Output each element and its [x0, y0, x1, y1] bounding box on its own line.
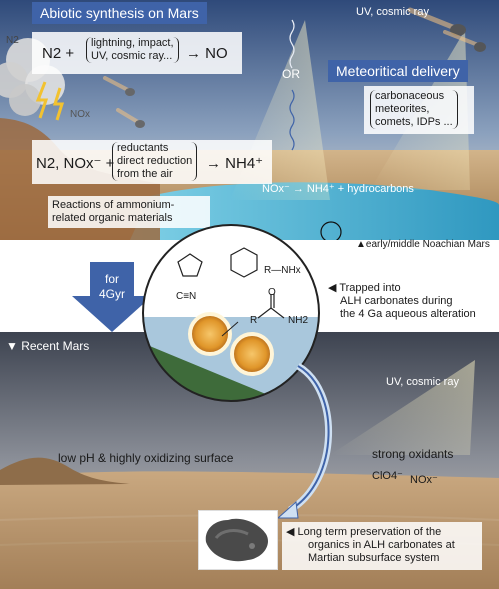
pyridine-structure — [230, 247, 258, 278]
equation-2-card — [32, 140, 272, 184]
eq1-condition-1: lightning, impact, — [91, 37, 174, 49]
equation-2-conditions: reductants direct reduction from the air — [112, 142, 198, 181]
amide-r-label: R — [250, 315, 258, 326]
time-arrow-label: for 4Gyr — [92, 272, 132, 302]
era-label: ▲early/middle Noachian Mars — [356, 239, 490, 250]
alh-rock — [205, 518, 268, 562]
equation-1-card — [32, 32, 242, 74]
trapped-line-1: ◀ Trapped into — [328, 282, 401, 294]
or-label: OR — [282, 67, 300, 81]
meteor-item-1: carbonaceous — [375, 90, 445, 102]
abiotic-synthesis-title: Abiotic synthesis on Mars — [32, 2, 207, 24]
trapped-note: ◀ Trapped into ALH carbonates during the… — [328, 282, 476, 321]
nitrate-label: NOx⁻ — [410, 474, 438, 486]
nox-small-label: NOx — [70, 109, 90, 120]
eq2-condition-3: from the air — [117, 168, 173, 180]
equation-1-conditions: lightning, impact, UV, cosmic ray... — [86, 37, 179, 63]
n2-cloud-label: N2 — [6, 35, 19, 46]
oxidants-title: strong oxidants — [372, 447, 454, 461]
pyrrole-structure — [177, 253, 203, 277]
preservation-line-1: ◀ Long term preservation of the — [286, 526, 442, 538]
equation-2-rhs: → NH4⁺ — [206, 155, 264, 172]
surface-conditions-label: low pH & highly oxidizing surface — [58, 451, 234, 465]
equation-1-rhs: → NO — [186, 45, 228, 62]
preservation-arrow — [276, 362, 333, 519]
equation-2-lhs: N2, NOx⁻ + — [36, 155, 115, 172]
recent-mars-label: ▼ Recent Mars — [6, 339, 90, 353]
eq2-condition-1: reductants — [117, 142, 169, 154]
preservation-note: ◀ Long term preservation of the organics… — [286, 526, 455, 565]
reactions-line-1: Reactions of ammonium- — [52, 199, 175, 211]
trapped-line-3: the 4 Ga aqueous alteration — [340, 308, 476, 320]
eq2-condition-2: direct reduction — [117, 155, 193, 167]
meteor-list: carbonaceous meteorites, comets, IDPs ..… — [370, 90, 458, 129]
reactions-label: Reactions of ammonium- related organic m… — [52, 199, 174, 225]
nitrile-label: C≡N — [176, 291, 197, 302]
time-arrow — [72, 262, 152, 332]
perchlorate-label: ClO4⁻ — [372, 470, 403, 482]
meteor-item-2: meteorites, — [375, 103, 430, 115]
eq1-condition-2: UV, cosmic ray... — [91, 50, 173, 62]
reactions-line-2: related organic materials — [52, 212, 173, 224]
amine-label: R—NHx — [264, 265, 301, 276]
uv-cosmic-ray-bottom: UV, cosmic ray — [386, 376, 459, 388]
time-arrow-line-2: 4Gyr — [98, 287, 125, 301]
equation-1-lhs: N2 + — [42, 45, 75, 62]
reactions-card — [48, 196, 210, 228]
preservation-line-2: organics in ALH carbonates at — [308, 539, 455, 551]
magnified-view — [142, 224, 320, 402]
time-arrow-line-1: for — [104, 272, 119, 286]
preservation-card — [282, 522, 482, 570]
uv-cosmic-ray-top: UV, cosmic ray — [356, 6, 429, 18]
preservation-line-3: Martian subsurface system — [308, 552, 440, 564]
meteor-item-3: comets, IDPs ... — [375, 116, 453, 128]
meteoritical-delivery-title: Meteoritical delivery — [328, 60, 468, 82]
trapped-line-2: ALH carbonates during — [340, 295, 453, 307]
amide-nh2-label: NH2 — [288, 315, 309, 326]
ocean-reaction: NOx⁻ → NH4⁺ + hydrocarbons — [262, 183, 414, 195]
amide-o-label: O — [268, 287, 276, 298]
